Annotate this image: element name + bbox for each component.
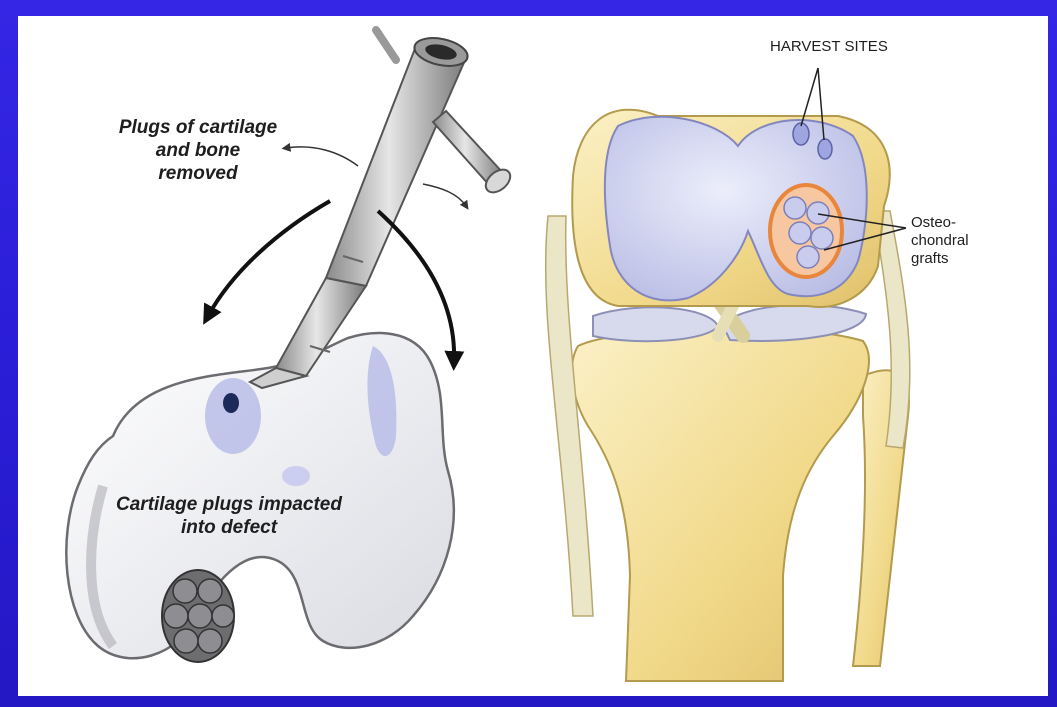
label-plugs-removed: Plugs of cartilage and bone removed: [88, 116, 308, 185]
label-osteochondral-grafts: Osteo- chondral grafts: [911, 214, 969, 268]
cartilage-plug-bundle: [162, 570, 234, 662]
knee-joint-right: [546, 110, 910, 681]
graft-site: [770, 185, 842, 277]
label-plugs-impacted: Cartilage plugs impacted into defect: [104, 493, 354, 539]
label-harvest-sites: HARVEST SITES: [770, 38, 888, 56]
illustration-panel: Plugs of cartilage and bone removed Cart…: [18, 16, 1048, 696]
